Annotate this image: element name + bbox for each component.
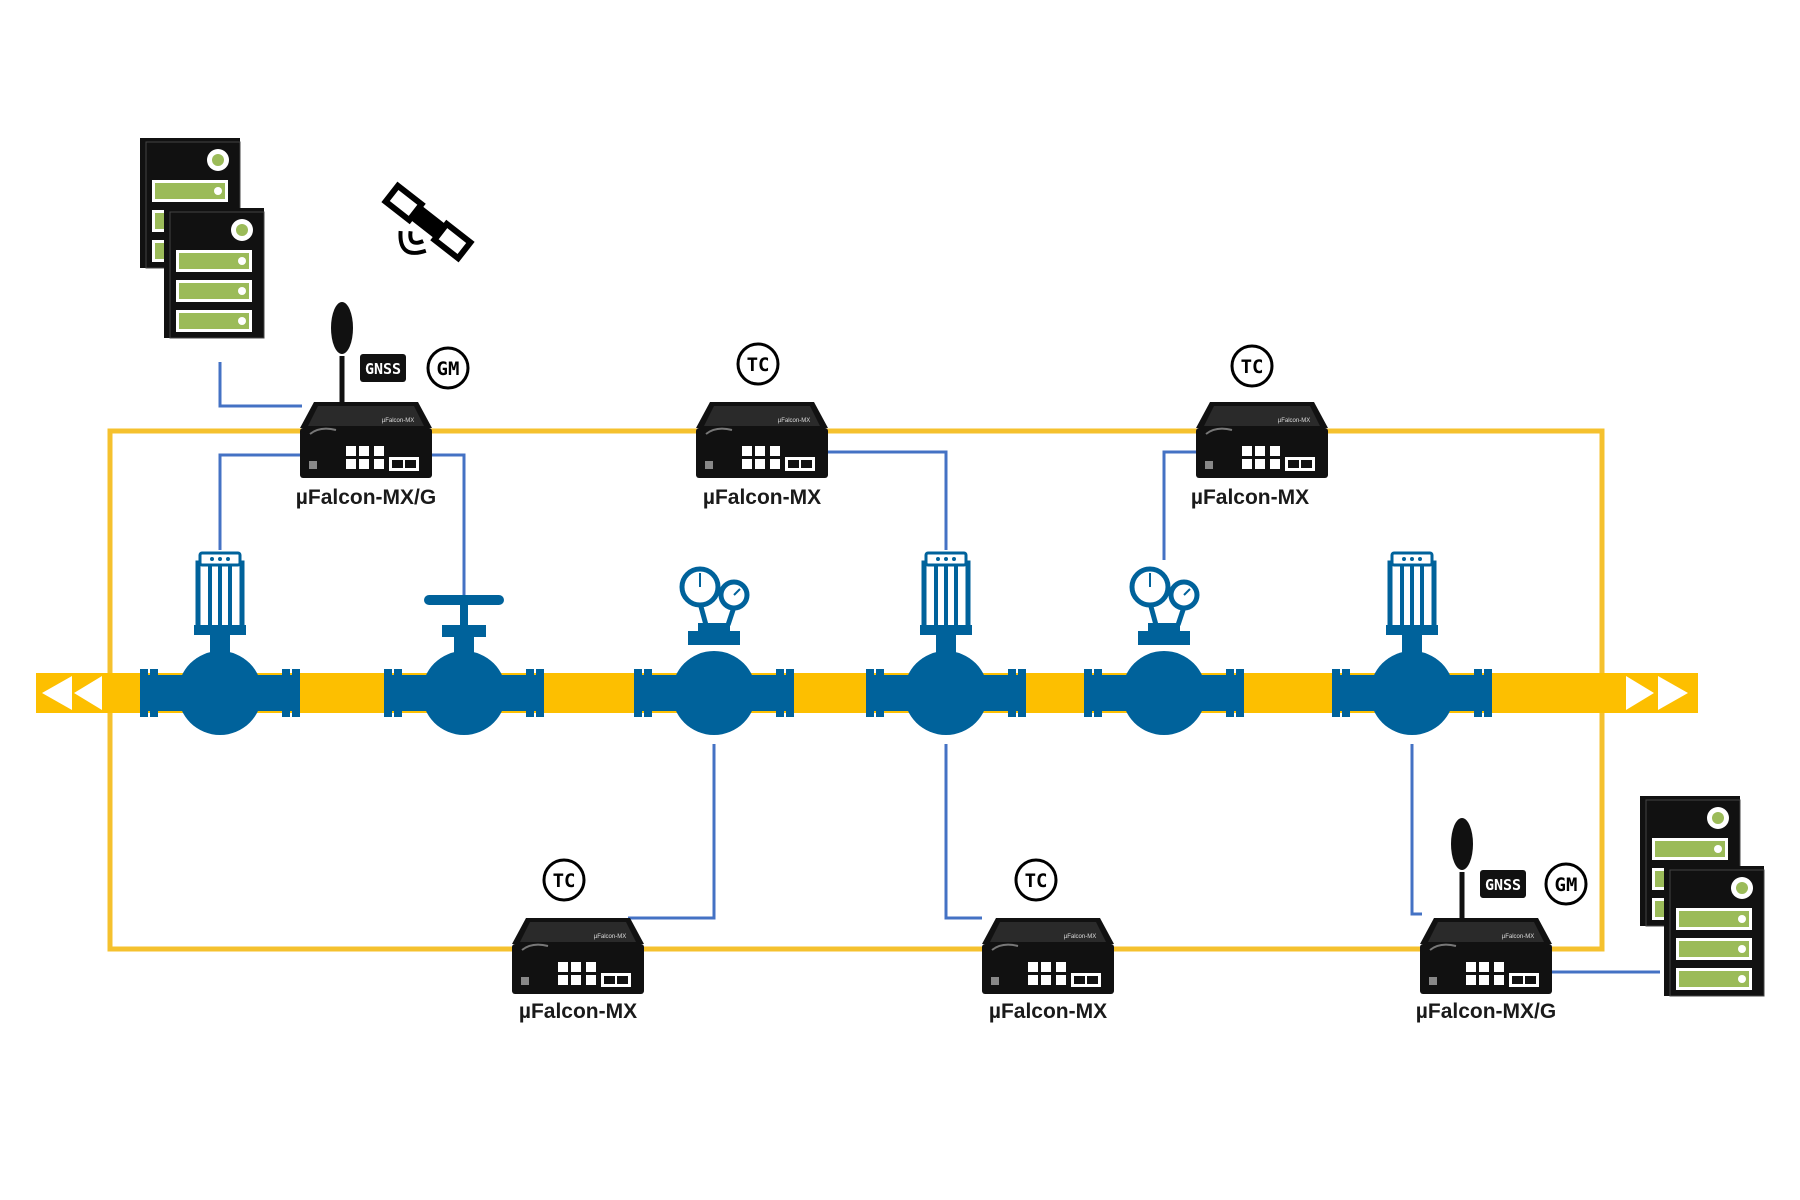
- svg-text:TC: TC: [553, 870, 576, 892]
- antenna-icon: [1451, 818, 1473, 920]
- gnss-badge: GNSS: [360, 354, 406, 382]
- device-tc-bottom-left: µFalcon-MX TC µFalcon-MX: [511, 858, 645, 1023]
- data-links: [218, 362, 1660, 974]
- control-valve-3: [1332, 553, 1492, 735]
- device-tc-bottom-middle: µFalcon-MX TC µFalcon-MX: [981, 858, 1115, 1023]
- svg-text:µFalcon-MX: µFalcon-MX: [1502, 934, 1534, 940]
- svg-text:GNSS: GNSS: [365, 360, 401, 378]
- device-label: µFalcon-MX: [519, 1000, 637, 1023]
- svg-text:GM: GM: [437, 358, 460, 380]
- svg-text:µFalcon-MX: µFalcon-MX: [1278, 418, 1310, 424]
- svg-text:TC: TC: [747, 354, 770, 376]
- tc-badge: TC: [1014, 858, 1058, 902]
- svg-text:GM: GM: [1555, 874, 1578, 896]
- device-label: µFalcon-MX: [1191, 486, 1309, 509]
- control-valve-1: [140, 553, 300, 735]
- tc-badge: TC: [1230, 344, 1274, 388]
- gnss-badge: GNSS: [1480, 870, 1526, 898]
- svg-text:TC: TC: [1241, 356, 1264, 378]
- svg-text:µFalcon-MX: µFalcon-MX: [382, 418, 414, 424]
- device-gm-bottom-right: µFalcon-MX GNSS GM µFalcon-MX/G: [1416, 818, 1588, 1023]
- svg-text:µFalcon-MX: µFalcon-MX: [778, 418, 810, 424]
- control-valve-2: [866, 553, 1026, 735]
- antenna-icon: [331, 302, 353, 404]
- gate-valve: [384, 595, 544, 735]
- device-label: µFalcon-MX: [703, 486, 821, 509]
- satellite-icon: [381, 181, 475, 263]
- device-label: µFalcon-MX/G: [1416, 1000, 1556, 1023]
- gm-badge: GM: [426, 346, 470, 390]
- device-label: µFalcon-MX/G: [296, 486, 436, 509]
- tc-badge: TC: [542, 858, 586, 902]
- svg-text:µFalcon-MX: µFalcon-MX: [594, 934, 626, 940]
- server-stack-icon-bottom-right: [1639, 795, 1765, 997]
- pressure-gauge-valve-1: [634, 569, 794, 735]
- gm-badge: GM: [1544, 862, 1588, 906]
- flow-arrow-icon-right: [1626, 676, 1688, 710]
- device-tc-top-middle: µFalcon-MX TC µFalcon-MX: [695, 342, 829, 509]
- pressure-gauge-valve-2: [1084, 569, 1244, 735]
- svg-text:GNSS: GNSS: [1485, 876, 1521, 894]
- svg-text:µFalcon-MX: µFalcon-MX: [1064, 934, 1096, 940]
- device-gm-top-left: µFalcon-MX GNSS GM µFalcon-MX/G: [296, 302, 470, 509]
- flow-arrow-icon-left: [42, 676, 102, 710]
- svg-text:TC: TC: [1025, 870, 1048, 892]
- server-stack-icon-top-left: [139, 137, 265, 339]
- tc-badge: TC: [736, 342, 780, 386]
- device-label: µFalcon-MX: [989, 1000, 1107, 1023]
- device-tc-top-right: µFalcon-MX TC µFalcon-MX: [1191, 344, 1329, 509]
